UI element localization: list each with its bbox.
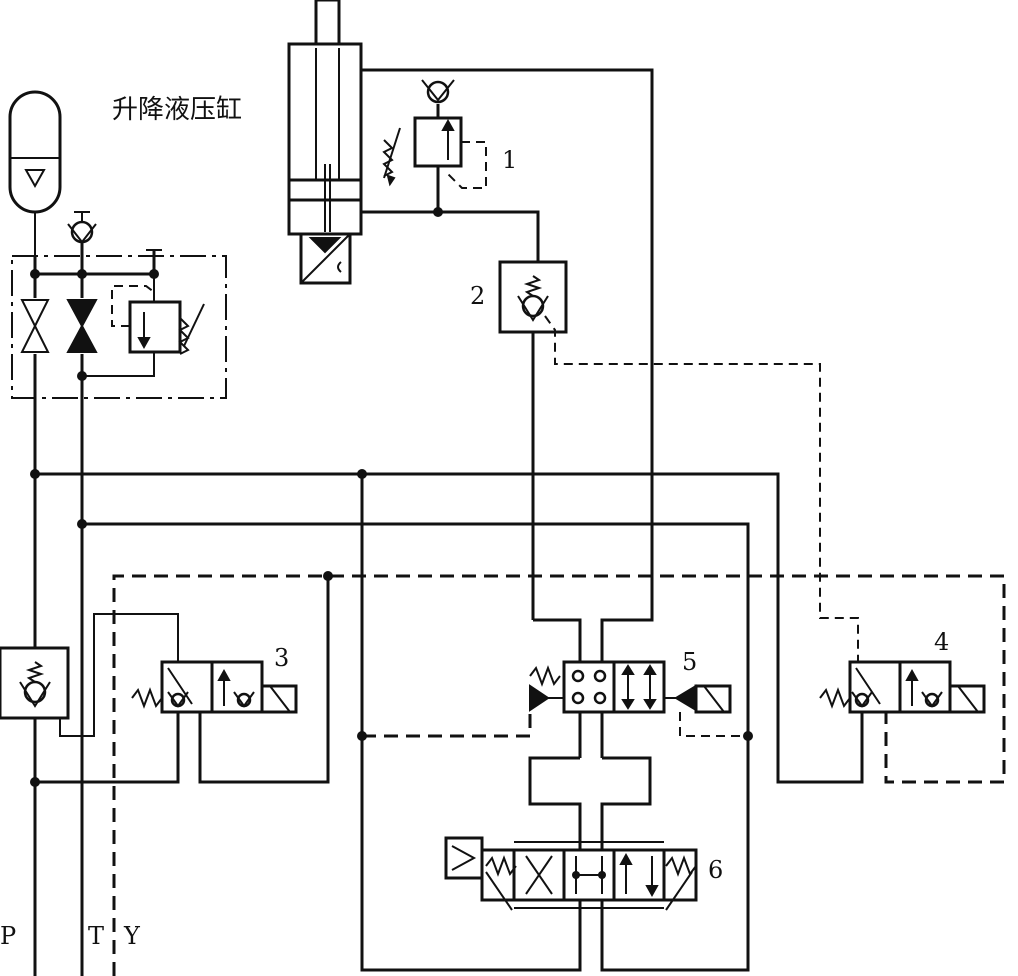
valve-4 xyxy=(819,660,986,714)
connector-5-6 xyxy=(528,756,582,850)
connector-5-6-b xyxy=(600,756,652,850)
cylinder-bottom-line xyxy=(361,210,540,262)
valve-4-label: 4 xyxy=(934,628,949,656)
port-p-label: P xyxy=(0,922,16,950)
port-t-label: T xyxy=(88,922,104,950)
main-lines xyxy=(30,469,1006,976)
cylinder-rod-line xyxy=(361,68,654,662)
valve-6 xyxy=(444,836,698,970)
valve-3-label: 3 xyxy=(274,644,289,672)
valve-5 xyxy=(357,618,753,758)
valve-6-label: 6 xyxy=(708,856,723,884)
cylinder-label: 升降液压缸 xyxy=(112,95,242,125)
lift-cylinder xyxy=(287,0,363,285)
accumulator xyxy=(8,90,62,256)
accumulator-safety-block xyxy=(11,211,227,976)
valve-3 xyxy=(131,660,298,714)
valve-1 xyxy=(382,79,487,212)
valve-1-label: 1 xyxy=(502,146,517,174)
valve-5-label: 5 xyxy=(682,648,697,676)
p-line-check-valve xyxy=(0,646,70,720)
port-y-label: Y xyxy=(123,922,141,950)
valve-2-label: 2 xyxy=(470,282,485,310)
valve-2 xyxy=(498,260,859,662)
